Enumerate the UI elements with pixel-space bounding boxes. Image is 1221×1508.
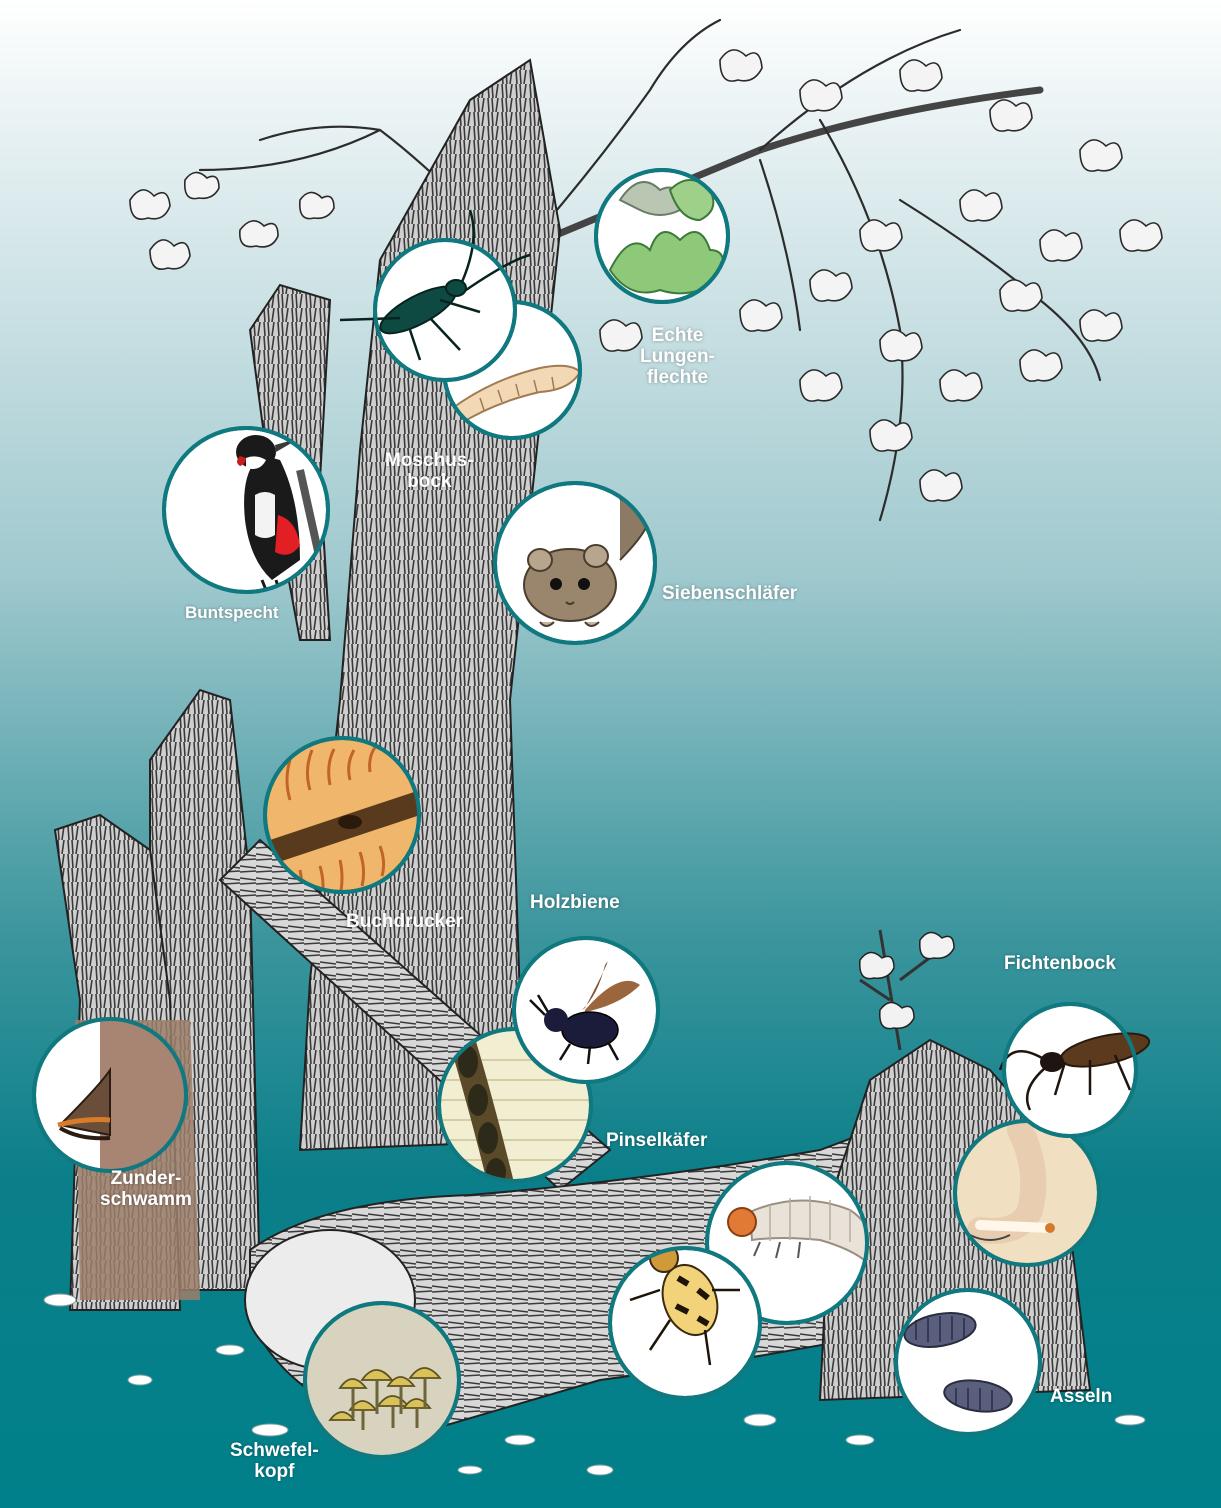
label-buntspecht: Buntspecht: [185, 602, 279, 623]
label-buchdrucker: Buchdrucker: [346, 911, 463, 932]
broken-stumps: [55, 690, 260, 1310]
medallion-fichtenbock: [1000, 1004, 1152, 1136]
label-moschusbock: Moschus- bock: [385, 450, 474, 492]
label-holzbiene: Holzbiene: [530, 892, 620, 913]
medallion-siebenschlaefer: [495, 483, 655, 643]
label-schwefelkopf: Schwefel- kopf: [230, 1440, 319, 1482]
medallion-fichtenbock-larva: [955, 1121, 1099, 1265]
label-zunderschwamm: Zunder- schwamm: [100, 1168, 192, 1210]
medallion-asseln: [896, 1290, 1040, 1434]
medallion-holzbiene: [514, 938, 658, 1082]
label-pinselkaefer: Pinselkäfer: [606, 1130, 707, 1151]
label-asseln: Asseln: [1050, 1386, 1112, 1407]
medallion-lungenflechte: [596, 170, 728, 302]
medallion-schwefelkopf: [305, 1303, 459, 1457]
label-lungenflechte: Echte Lungen- flechte: [640, 325, 715, 388]
label-fichtenbock: Fichtenbock: [1004, 953, 1116, 974]
label-siebenschlaefer: Siebenschläfer: [662, 583, 797, 604]
